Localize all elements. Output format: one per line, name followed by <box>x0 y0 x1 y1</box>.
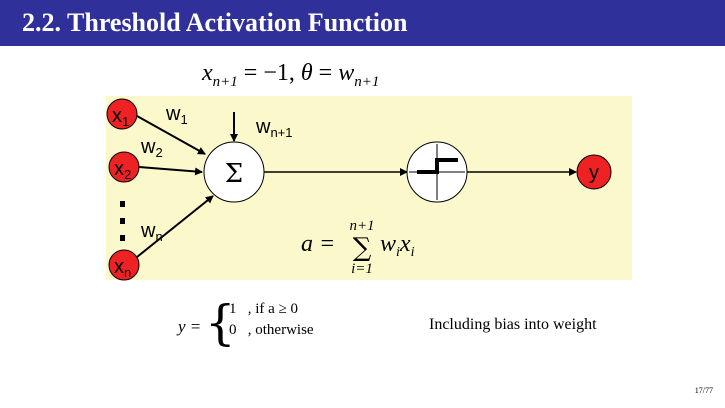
bias-formula: xn+1 = −1, θ = wn+1 <box>202 60 379 91</box>
output-rule-row-1: 1 , if a ≥ 0 <box>229 301 298 318</box>
input-label-xn: xn <box>114 256 131 280</box>
page-number: 17/77 <box>694 386 713 395</box>
w-subscript: n+1 <box>354 74 380 90</box>
rule-value-2: 0 <box>229 322 237 338</box>
ellipsis-dot <box>120 235 125 241</box>
diagram-panel <box>106 96 632 280</box>
sum-lower-limit: i=1 <box>351 261 373 277</box>
summation-symbol: Σ <box>225 159 243 189</box>
output-label: y <box>589 162 599 184</box>
edge-xn-sum <box>136 195 214 258</box>
bias-caption: Including bias into weight <box>429 316 597 333</box>
ellipsis-dot <box>120 218 125 224</box>
slide-title: 2.2. Threshold Activation Function <box>22 8 408 37</box>
output-rule-brace: { <box>205 295 236 351</box>
sum-upper-limit: n+1 <box>349 218 374 234</box>
input-node-x1 <box>106 98 138 130</box>
input-node-x2 <box>108 151 140 183</box>
edge-x1-sum <box>136 115 206 155</box>
input-label-x2: x2 <box>114 158 131 182</box>
step-function-curve <box>417 158 458 174</box>
output-node <box>576 154 612 190</box>
x-variable: x <box>202 60 213 86</box>
sum-sigma: ∑ <box>353 233 372 263</box>
edge-x2-sum <box>138 166 203 176</box>
weight-label-w2: w2 <box>140 136 163 160</box>
sum-term: wixi <box>380 231 415 260</box>
weight-label-w1: w1 <box>165 103 188 127</box>
ellipsis-dot <box>120 201 125 207</box>
weight-label-wn: wn <box>140 220 163 244</box>
weight-label-bias: wn+1 <box>255 116 293 140</box>
summation-node <box>203 141 265 203</box>
input-node-xn <box>108 249 140 281</box>
x-subscript: n+1 <box>212 74 238 90</box>
rule-condition-1: , if a ≥ 0 <box>247 301 299 317</box>
rule-value-1: 1 <box>229 301 237 317</box>
output-rule-row-2: 0 , otherwise <box>229 322 314 339</box>
title-bar: 2.2. Threshold Activation Function <box>0 0 725 46</box>
w-variable: w <box>338 60 355 86</box>
rule-condition-2: , otherwise <box>247 322 314 338</box>
output-rule-lhs: y = <box>178 317 202 336</box>
equals-minus-one: = −1, <box>237 60 301 86</box>
sum-formula-lhs: a = <box>301 231 335 257</box>
theta-symbol: θ <box>300 60 313 86</box>
equals-sign: = <box>312 60 339 86</box>
input-label-x1: x1 <box>112 105 129 129</box>
